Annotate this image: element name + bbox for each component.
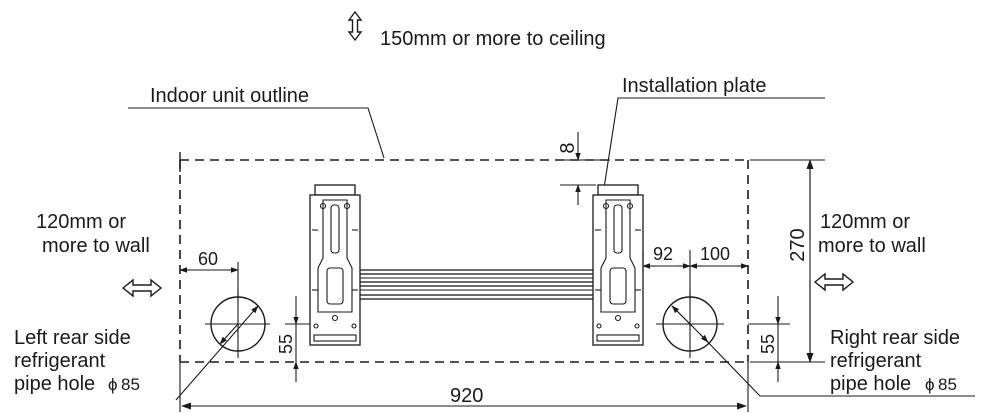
left-pipe-hole-label: Left rear side refrigerant pipe hole ϕ 8… [14, 327, 140, 395]
left-hole-height-dimension [285, 296, 310, 382]
right-hole-label-line2: refrigerant [830, 350, 922, 372]
left-hole-offset-value: 60 [198, 249, 218, 269]
left-hole-phi-symbol: ϕ [108, 375, 118, 394]
left-pipe-hole [175, 290, 270, 401]
right-hole-label-line1: Right rear side [830, 327, 960, 349]
right-pipe-hole [656, 290, 975, 397]
right-bracket [592, 184, 644, 346]
left-hole-label-line2: refrigerant [14, 350, 106, 372]
right-hole-height-value: 55 [758, 334, 778, 354]
left-hole-label-line1: Left rear side [14, 327, 131, 349]
installation-plate-leader [603, 97, 825, 189]
hole-to-edge-value: 100 [700, 244, 730, 264]
right-wall-clearance-line1: 120mm or [820, 211, 910, 233]
right-hole-phi-symbol: ϕ [925, 375, 935, 394]
left-wall-clearance-line2: more to wall [42, 235, 150, 257]
top-offset-dimension [560, 132, 610, 205]
left-right-arrow-icon [121, 278, 163, 298]
right-wall-clearance-line2: more to wall [818, 235, 926, 257]
left-hole-label-line3: pipe hole [14, 373, 95, 395]
ceiling-clearance-label: 150mm or more to ceiling [380, 28, 606, 50]
left-hole-diameter-value: 85 [121, 375, 140, 394]
left-bracket [309, 184, 361, 346]
indoor-unit-outline [179, 152, 749, 363]
left-hole-height-value: 55 [276, 334, 296, 354]
left-right-arrow-icon [813, 272, 855, 292]
left-wall-clearance-line1: 120mm or [36, 211, 126, 233]
height-dimension [750, 159, 825, 363]
right-hole-offset-dimensions [642, 250, 749, 300]
indoor-unit-outline-leader [128, 107, 385, 159]
right-pipe-hole-label: Right rear side refrigerant pipe hole ϕ … [830, 327, 960, 395]
right-hole-height-dimension [748, 296, 790, 382]
width-dimension [179, 362, 749, 412]
installation-plate-label: Installation plate [622, 75, 767, 97]
installation-plate [309, 184, 644, 346]
plate-to-hole-value: 92 [653, 244, 673, 264]
up-down-arrow-icon [347, 10, 363, 42]
top-offset-value: 8 [557, 142, 579, 153]
indoor-unit-outline-label: Indoor unit outline [150, 85, 309, 107]
width-value: 920 [450, 385, 483, 407]
right-hole-diameter-value: 85 [938, 375, 957, 394]
right-hole-label-line3: pipe hole [830, 373, 911, 395]
height-value: 270 [787, 228, 809, 261]
